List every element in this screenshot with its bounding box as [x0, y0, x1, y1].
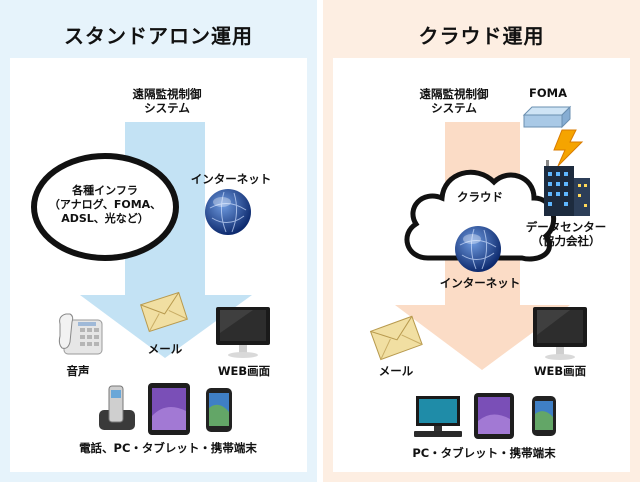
right-web-label: WEB画面: [533, 364, 587, 378]
left-monitor-icon: [216, 307, 270, 358]
right-monitoring-label: 遠隔監視制御 システム: [419, 87, 489, 115]
right-globe-icon: [455, 226, 501, 272]
right-devices-label: PC・タブレット・携帯端末: [412, 446, 556, 460]
right-mail-icon: [369, 315, 423, 361]
left-monitoring-label: 遠隔監視制御 システム: [132, 87, 202, 115]
right-tablet-icon: [474, 393, 514, 439]
left-mail-icon: [140, 291, 188, 333]
left-tablet-icon: [148, 383, 190, 435]
phone-label: 音声: [66, 364, 90, 378]
left-mail-label: メール: [147, 342, 183, 356]
left-phone-icon: [58, 313, 103, 355]
left-cordless-phone-icon: [99, 385, 135, 430]
foma-router-icon: [522, 105, 572, 129]
left-web-label: WEB画面: [217, 364, 271, 378]
cloud-label: クラウド: [457, 190, 503, 204]
standalone-title: スタンドアロン運用: [64, 24, 253, 48]
cloud-title: クラウド運用: [418, 24, 545, 48]
infra-ellipse: [31, 153, 179, 261]
infra-label: 各種インフラ （アナログ、FOMA、 ADSL、光など）: [48, 184, 162, 225]
right-monitor-icon: [533, 307, 587, 360]
datacenter-label: データセンター （協力会社）: [525, 220, 607, 248]
right-smartphone-icon: [532, 396, 556, 436]
standalone-panel: スタンドアロン運用: [0, 0, 317, 482]
left-devices-label: 電話、PC・タブレット・携帯端末: [79, 441, 257, 455]
right-pc-icon: [414, 396, 462, 437]
foma-label: FOMA: [529, 86, 567, 100]
lightning-icon: [553, 129, 584, 167]
right-mail-label: メール: [378, 364, 414, 378]
left-smartphone-icon: [206, 388, 232, 432]
datacenter-building-icon: [544, 160, 590, 216]
cloud-shape: [404, 169, 557, 262]
right-internet-label: インターネット: [439, 276, 521, 290]
left-globe-icon: [205, 189, 251, 235]
left-internet-label: インターネット: [190, 172, 272, 186]
